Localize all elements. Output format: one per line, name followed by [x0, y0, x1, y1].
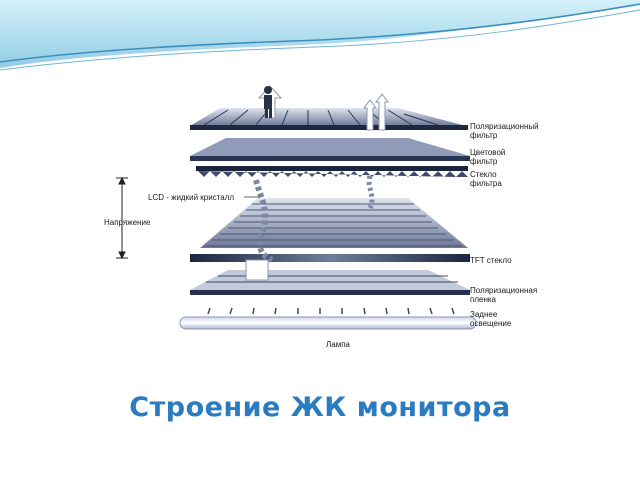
- observer-figure: [264, 86, 272, 118]
- layers-illustration: [116, 85, 477, 330]
- label-voltage: Напряжение: [104, 218, 151, 227]
- lcd-structure-diagram: Поляризационный фильтр Цветовой фильтр С…: [104, 70, 558, 355]
- label-lcd: LCD - жидкий кристалл: [148, 193, 235, 202]
- label-color-filter: Цветовой фильтр: [470, 148, 506, 166]
- top-wave-decoration: [0, 0, 640, 71]
- lamp-tube: [179, 316, 477, 330]
- label-polarizing-film: Поляризационная пленка: [470, 286, 538, 304]
- label-polarizing-filter: Поляризационный фильтр: [470, 122, 539, 140]
- slide-title: Строение ЖК монитора: [129, 392, 511, 423]
- tft-glass-plate: [190, 254, 470, 262]
- top-polarizer-edge: [190, 125, 468, 130]
- label-backlight: Заднее освещение: [470, 310, 512, 328]
- voltage-bracket: [116, 176, 128, 260]
- label-tft-glass: TFT стекло: [470, 256, 512, 265]
- label-lamp: Лампа: [326, 340, 350, 349]
- label-filter-glass: Стекло фильтра: [470, 170, 502, 188]
